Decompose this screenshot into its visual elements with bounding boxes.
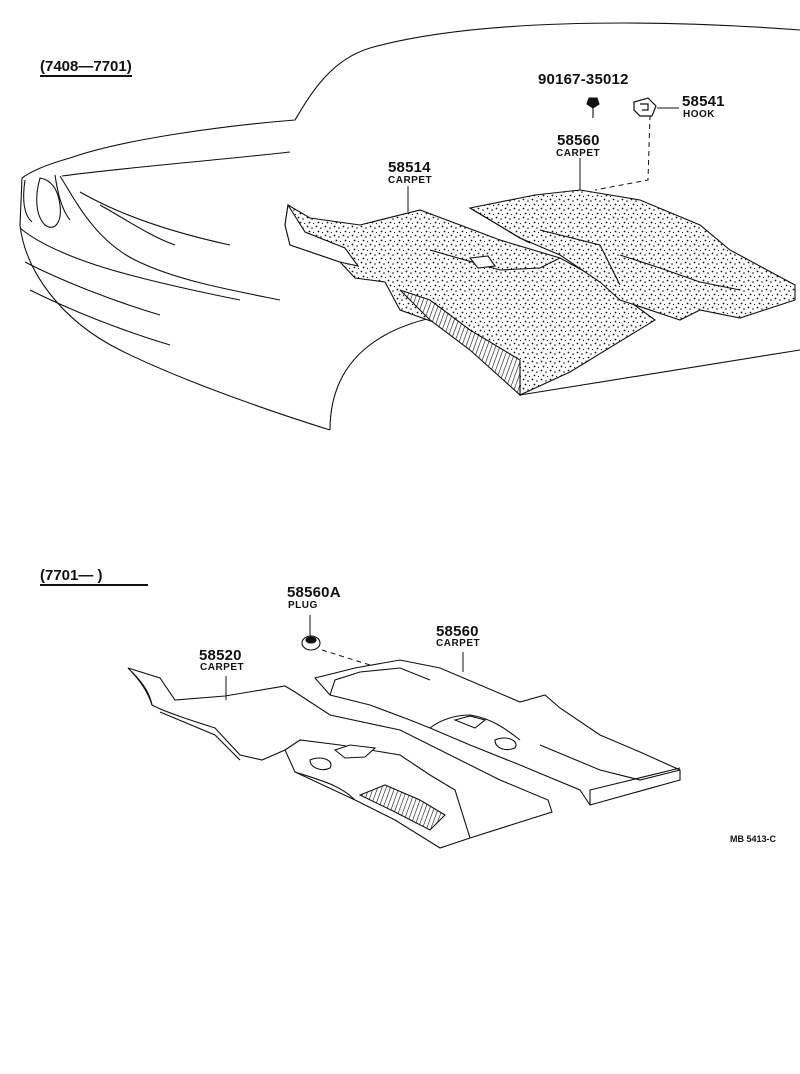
carpet-58560-lower [313, 659, 681, 806]
leader-lines-upper [407, 107, 679, 212]
car-body-outline [19, 22, 800, 431]
lower-range-label: (7701— ) [40, 567, 148, 586]
screw-90167-35012 [586, 97, 600, 118]
part-name-carpet-58560-upper: CARPET [556, 148, 601, 159]
leader-lines-lower [225, 615, 464, 700]
part-number-58560-lower: 58560 [436, 623, 479, 640]
part-number-58560A: 58560A [287, 584, 341, 601]
part-number-90167-35012: 90167-35012 [538, 71, 629, 88]
carpet-58520 [127, 667, 553, 849]
plug-58560A [301, 635, 321, 651]
part-number-58514: 58514 [388, 159, 431, 176]
hook-58541 [633, 97, 657, 117]
carpet-58514 [284, 203, 656, 397]
carpet-58560-upper [468, 189, 796, 321]
upper-range-label: (7408—7701) [40, 58, 132, 77]
part-number-58560-upper: 58560 [557, 132, 600, 149]
part-number-58541: 58541 [682, 93, 725, 110]
part-number-58520: 58520 [199, 647, 242, 664]
part-name-carpet-58520: CARPET [200, 662, 245, 673]
part-name-hook: HOOK [683, 109, 715, 120]
part-name-carpet-58514: CARPET [388, 175, 433, 186]
figure-code: MB 5413-C [730, 834, 777, 844]
part-name-plug: PLUG [288, 600, 318, 611]
part-name-carpet-58560-lower: CARPET [436, 638, 481, 649]
